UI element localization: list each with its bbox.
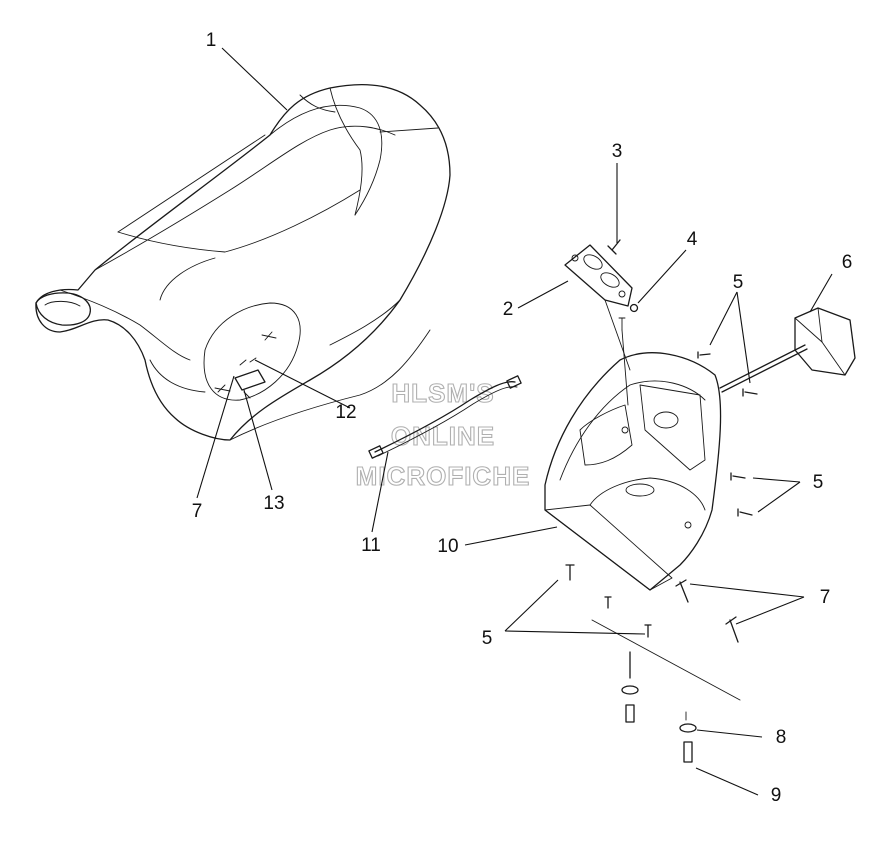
callout-1: 1: [206, 30, 217, 51]
leader-lines: [196, 47, 833, 796]
watermark-line-3: MICROFICHE: [356, 461, 531, 491]
storage-tray: [544, 352, 722, 591]
callout-8: 8: [776, 727, 787, 748]
callout-7-right: 7: [820, 587, 831, 608]
callout-6: 6: [842, 252, 853, 273]
callout-10: 10: [437, 536, 458, 557]
callout-9: 9: [771, 785, 782, 806]
callout-7-seat: 7: [192, 501, 203, 522]
fasteners: [565, 299, 758, 763]
callout-3: 3: [612, 141, 623, 162]
callout-13: 13: [263, 493, 284, 514]
mount-bracket: [564, 239, 639, 331]
watermark-line-1: HLSM'S: [391, 378, 494, 408]
callout-5-upper: 5: [733, 272, 744, 293]
seat-assembly: [35, 84, 451, 441]
callout-2: 2: [503, 299, 514, 320]
callout-labels: 1 2 3 4 5 6 5 7 13 12 11 10 7 5 8 9: [192, 30, 853, 806]
callout-5-right: 5: [813, 472, 824, 493]
callout-5-lower: 5: [482, 628, 493, 649]
callout-12: 12: [335, 402, 356, 423]
watermark: HLSM'S ONLINE MICROFICHE: [355, 377, 531, 491]
callout-4: 4: [687, 229, 698, 250]
callout-11: 11: [361, 535, 381, 556]
latch-cable: [368, 375, 522, 459]
tail-light: [719, 307, 856, 393]
